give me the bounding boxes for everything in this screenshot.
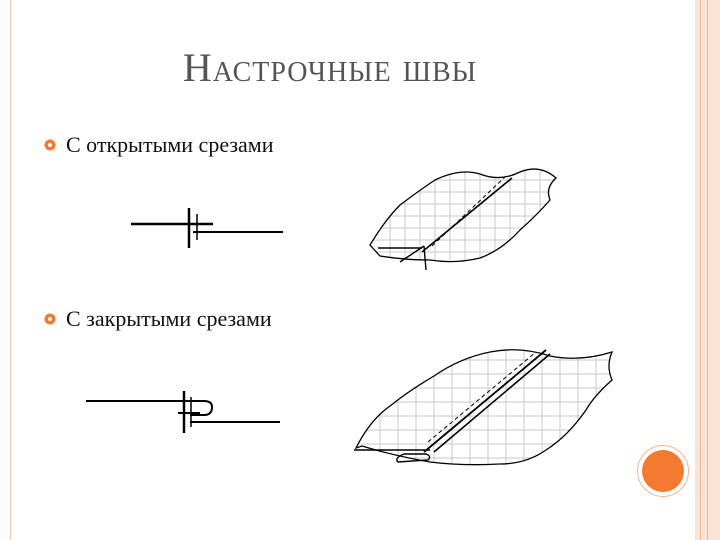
bullet-label: С закрытыми срезами bbox=[66, 306, 272, 331]
slide-title: Настрочные швы bbox=[182, 45, 478, 90]
right-decorative-stripe bbox=[700, 0, 708, 540]
closed-seam-schematic bbox=[86, 391, 280, 433]
bullet-item-closed-edges: С закрытыми срезами bbox=[44, 306, 272, 332]
open-seam-schematic bbox=[131, 208, 283, 248]
left-decorative-line bbox=[10, 0, 11, 540]
bullet-label: С открытыми срезами bbox=[66, 132, 274, 157]
closed-seam-fabric-illustration bbox=[354, 349, 614, 466]
bullet-item-open-edges: С открытыми срезами bbox=[44, 132, 274, 158]
gear-icon bbox=[44, 313, 56, 325]
open-seam-fabric-illustration bbox=[369, 168, 557, 271]
decorative-orange-circle bbox=[642, 450, 684, 492]
gear-icon bbox=[44, 139, 56, 151]
